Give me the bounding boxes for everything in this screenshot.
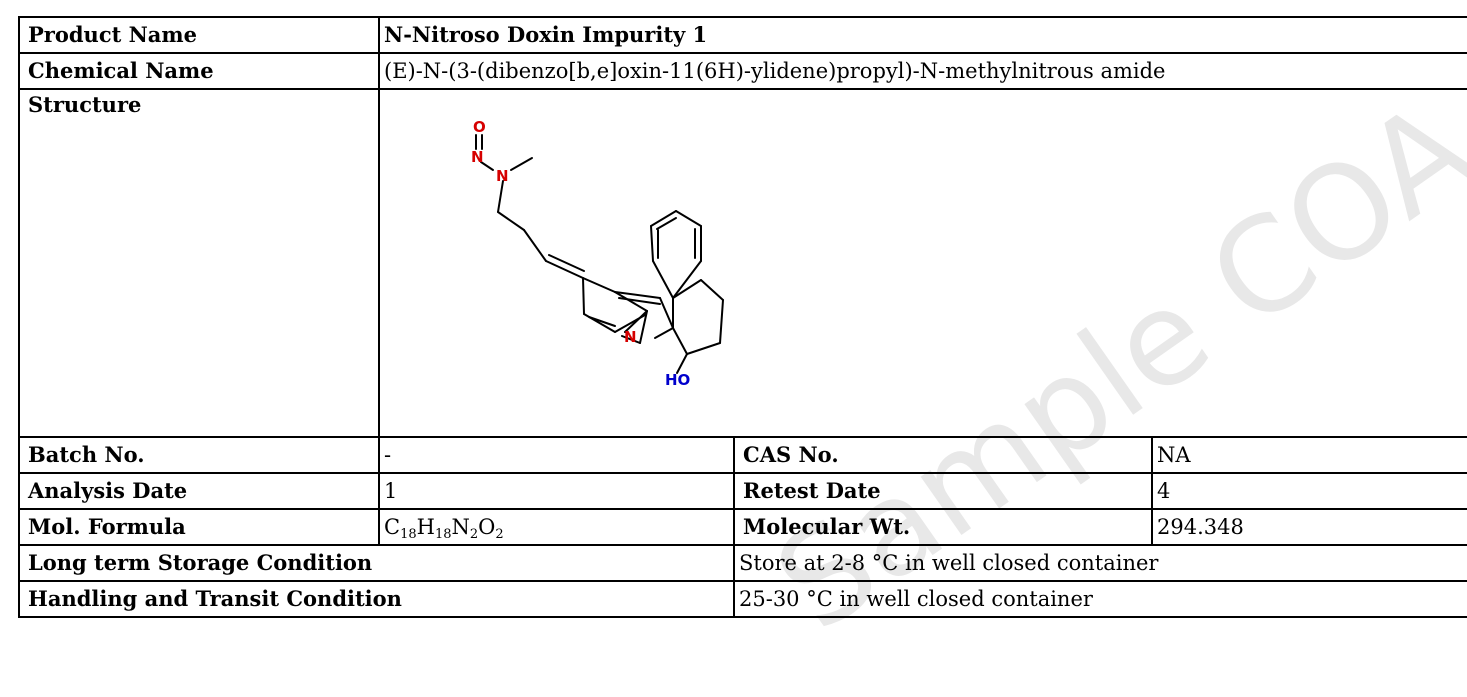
analysis-date-label: Analysis Date (18, 472, 380, 510)
atom-n-amine: N (496, 167, 509, 185)
row-storage: Long term Storage Condition Store at 2-8… (18, 544, 1467, 582)
storage-value: Store at 2-8 °C in well closed container (732, 544, 1467, 582)
atom-n-nitroso: N (471, 148, 484, 166)
row-batch-cas: Batch No. - CAS No. NA (18, 436, 1467, 474)
cas-label: CAS No. (733, 436, 1153, 474)
formula-el-n: N (451, 515, 470, 539)
row-chemical-name: Chemical Name (E)-N-(3-(dibenzo[b,e]oxin… (18, 52, 1467, 90)
atom-n-ring: N (624, 328, 637, 346)
formula-value: C18H18N2O2 (378, 508, 735, 546)
formula-el-h: H (416, 515, 435, 539)
batch-label: Batch No. (18, 436, 380, 474)
formula-n-o: 2 (495, 527, 504, 542)
structure-drawing: O N N N HO (471, 118, 724, 389)
analysis-date-value: 1 (378, 472, 735, 510)
atom-o-top: O (473, 118, 486, 136)
handling-value: 25-30 °C in well closed container (732, 580, 1467, 618)
structure-cell: O N N N HO (377, 88, 1467, 438)
structure-atoms: O N N N HO (471, 118, 690, 389)
atom-ho: HO (665, 371, 690, 389)
chemical-name-label: Chemical Name (18, 52, 380, 90)
formula-n-h: 18 (434, 527, 452, 542)
row-product-name: Product Name N-Nitroso Doxin Impurity 1 (18, 16, 1467, 54)
retest-date-label: Retest Date (733, 472, 1153, 510)
formula-el-c: C (384, 515, 401, 539)
product-name-value: N-Nitroso Doxin Impurity 1 (377, 16, 1467, 54)
mol-wt-label: Molecular Wt. (733, 508, 1153, 546)
row-handling: Handling and Transit Condition 25-30 °C … (18, 580, 1467, 618)
storage-label: Long term Storage Condition (18, 544, 735, 582)
structure-label: Structure (18, 88, 380, 438)
retest-date-value: 4 (1150, 472, 1467, 510)
product-name-label: Product Name (18, 16, 380, 54)
coa-table: Product Name N-Nitroso Doxin Impurity 1 … (18, 16, 1467, 618)
formula-n-c: 18 (400, 527, 417, 542)
chemical-name-value: (E)-N-(3-(dibenzo[b,e]oxin-11(6H)-yliden… (377, 52, 1467, 90)
formula-n-n: 2 (469, 527, 479, 542)
row-dates: Analysis Date 1 Retest Date 4 (18, 472, 1467, 510)
cas-value: NA (1150, 436, 1467, 474)
row-structure: Structure (18, 88, 1467, 438)
batch-value: - (378, 436, 735, 474)
row-formula-weight: Mol. Formula C18H18N2O2 Molecular Wt. 29… (18, 508, 1467, 546)
structure-bonds (475, 134, 724, 374)
mol-wt-value: 294.348 (1150, 508, 1467, 546)
formula-label: Mol. Formula (18, 508, 380, 546)
handling-label: Handling and Transit Condition (18, 580, 735, 618)
formula-el-o: O (478, 515, 496, 539)
